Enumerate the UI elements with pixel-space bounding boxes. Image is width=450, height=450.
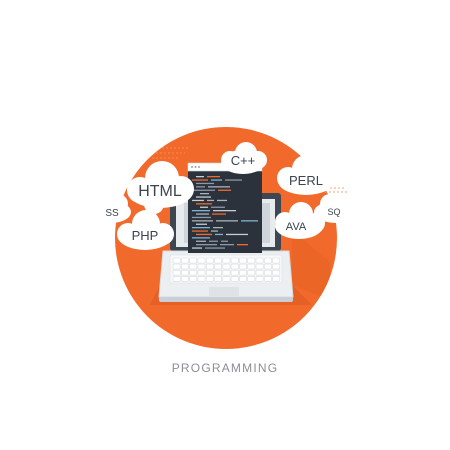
cloud-sql bbox=[314, 194, 358, 223]
cloud-css bbox=[91, 194, 131, 223]
cloud-perl bbox=[277, 155, 335, 195]
label-sql: SQ bbox=[327, 207, 340, 217]
label-cpp: C++ bbox=[231, 153, 256, 168]
cloud-icon bbox=[91, 142, 358, 250]
label-css: SS bbox=[105, 208, 119, 219]
code-window-icon bbox=[187, 162, 263, 253]
label-java: AVA bbox=[286, 221, 307, 233]
caption: PROGRAMMING bbox=[171, 361, 279, 375]
cloud-java bbox=[275, 202, 325, 239]
cloud-cpp bbox=[221, 142, 267, 174]
cloud-php bbox=[117, 210, 174, 250]
label-html: HTML bbox=[138, 183, 182, 200]
label-php: PHP bbox=[132, 228, 159, 243]
cloud-html bbox=[127, 161, 194, 214]
label-perl: PERL bbox=[289, 173, 323, 188]
